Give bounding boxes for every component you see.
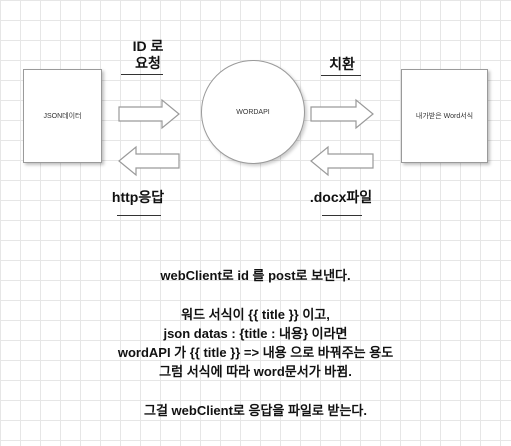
response-arrow (118, 145, 180, 177)
http-response-underline (117, 215, 161, 216)
json-data-box: JSON데이터 (23, 69, 102, 163)
wordapi-label: WORDAPI (236, 108, 270, 116)
id-request-label: ID 로 요청 (118, 38, 178, 72)
desc-line5: 그럼 서식에 따라 word문서가 바뀜. (159, 364, 352, 379)
word-format-label: 내가받은 Word서식 (415, 113, 474, 120)
docx-arrow (310, 145, 374, 177)
replace-arrow (310, 98, 374, 130)
docx-file-underline (322, 215, 362, 216)
desc-line2: 워드 서식이 {{ title }} 이고, (181, 307, 330, 322)
replace-label: 치환 (329, 56, 355, 72)
docx-file-label: .docx파일 (309, 189, 373, 205)
request-arrow (118, 98, 180, 130)
replace-underline (321, 75, 361, 76)
desc-line4: wordAPI 가 {{ title }} => 내용 으로 바꿔주는 용도 (117, 345, 394, 360)
id-request-line1: ID 로 (132, 38, 164, 54)
desc-line6: 그걸 webClient로 응답을 파일로 받는다. (144, 403, 367, 418)
desc-line1: webClient로 id 를 post로 보낸다. (160, 268, 351, 283)
word-format-box: 내가받은 Word서식 (401, 69, 488, 163)
wordapi-circle: WORDAPI (201, 60, 305, 164)
desc-line3: json datas : {title : 내용} 이라면 (163, 326, 348, 341)
id-request-line2: 요청 (135, 55, 161, 71)
id-request-underline (121, 74, 163, 75)
json-data-label: JSON데이터 (43, 113, 82, 120)
http-response-label: http응답 (111, 189, 165, 205)
